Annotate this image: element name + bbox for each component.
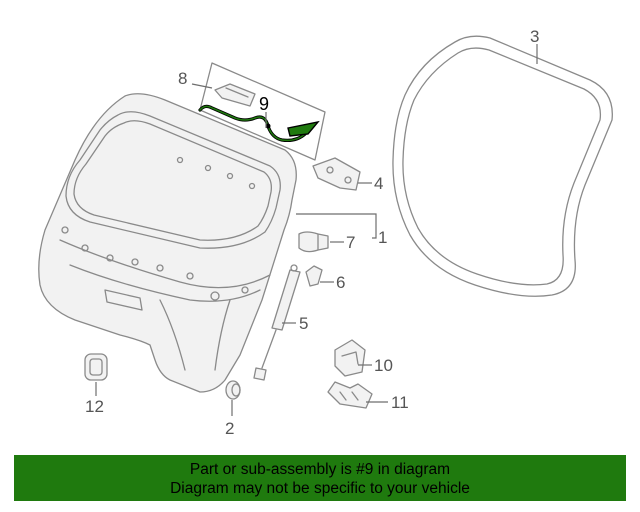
harness-group-box	[199, 62, 326, 161]
callout-10: 10	[374, 356, 393, 375]
info-banner: Part or sub-assembly is #9 in diagram Di…	[14, 455, 626, 501]
callout-8: 8	[178, 69, 187, 88]
weatherstrip-seal	[392, 35, 613, 297]
callout-7: 7	[346, 233, 355, 252]
callout-9: 9	[259, 94, 269, 114]
callout-4: 4	[374, 174, 383, 193]
parts-diagram: 1 2 3 4 5 6 7 8 9 10 11 12	[38, 27, 613, 438]
license-lamp	[214, 83, 256, 107]
plug	[225, 380, 241, 400]
clip	[305, 265, 323, 287]
latch	[334, 339, 366, 377]
leader-lines	[95, 44, 538, 416]
wiring-harness-part-9	[198, 104, 320, 142]
gas-strut	[253, 264, 301, 381]
callout-12: 12	[85, 397, 104, 416]
callout-5: 5	[299, 314, 308, 333]
banner-line-1: Part or sub-assembly is #9 in diagram	[189, 461, 451, 478]
callout-11: 11	[391, 393, 409, 412]
bumper-stop	[298, 231, 329, 253]
callout-2: 2	[225, 419, 234, 438]
callout-3: 3	[530, 27, 539, 46]
banner-line-2: Diagram may not be specific to your vehi…	[170, 480, 470, 497]
callout-1: 1	[378, 228, 387, 247]
striker-bracket	[327, 381, 373, 409]
callout-6: 6	[336, 273, 345, 292]
hinge	[312, 157, 361, 191]
liftgate-panel	[38, 93, 297, 393]
emblem-pad	[84, 353, 108, 381]
